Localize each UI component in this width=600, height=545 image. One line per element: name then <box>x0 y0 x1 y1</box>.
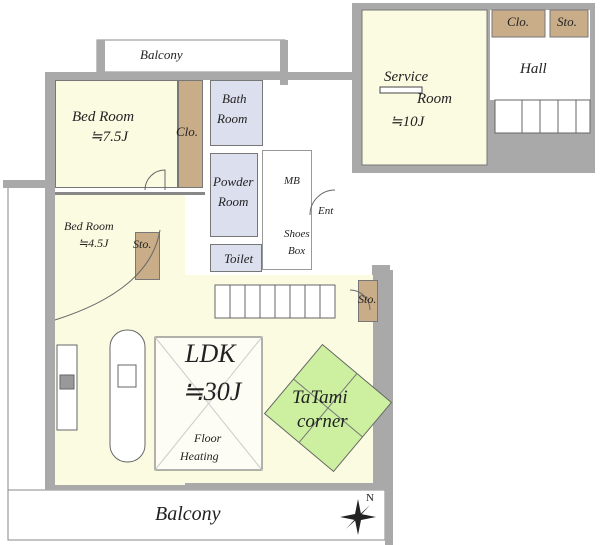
closet-1-label: Clo. <box>176 124 199 139</box>
hall-label: Hall <box>520 61 547 77</box>
service-room-label-1: Service <box>384 69 429 85</box>
closet-1 <box>178 80 203 188</box>
closet-2-label: Clo. <box>507 14 530 29</box>
tatami-label-1: TaTami <box>292 387 348 408</box>
service-room-label-2: Room <box>417 91 452 107</box>
compass-icon <box>340 499 376 535</box>
balcony-bottom-label: Balcony <box>155 503 221 525</box>
bedroom-2-label: Bed Room <box>64 219 114 233</box>
bedroom-2-size: ≒4.5J <box>78 236 109 250</box>
storage-3-label: Sto. <box>557 14 577 29</box>
mb-label: MB <box>284 175 300 187</box>
bath-label-2: Room <box>217 111 248 126</box>
powder-label-1: Powder <box>213 174 254 189</box>
service-room-size: ≒10J <box>390 114 425 130</box>
ldk-size: ≒30J <box>182 377 242 406</box>
bedroom-1 <box>55 80 178 188</box>
shoes-label-2: Box <box>288 245 306 257</box>
bedroom-1-size: ≒7.5J <box>90 129 128 145</box>
bath-label-1: Bath <box>222 91 247 106</box>
ldk-label: LDK <box>185 339 236 368</box>
bedroom-1-label: Bed Room <box>72 109 135 125</box>
shoes-label-1: Shoes <box>284 228 310 240</box>
toilet-label: Toilet <box>224 251 254 266</box>
toilet <box>210 244 262 272</box>
compass-north-label: N <box>366 492 374 504</box>
wall <box>45 72 55 490</box>
entrance-area <box>262 150 312 270</box>
wall <box>97 40 105 75</box>
powder-label-2: Room <box>218 194 249 209</box>
wall <box>45 72 390 80</box>
floor-heating-label-1: Floor <box>194 431 222 445</box>
floor-heating-label-2: Heating <box>180 449 219 463</box>
wall <box>55 192 205 195</box>
wall <box>280 40 288 85</box>
balcony-top-label: Balcony <box>140 47 183 62</box>
storage-2-label: Sto. <box>358 292 377 306</box>
entrance-label: Ent <box>318 205 334 217</box>
wall <box>45 482 390 490</box>
tatami-label-2: corner <box>297 411 348 432</box>
bathroom <box>210 80 263 146</box>
storage-1-label: Sto. <box>133 237 152 251</box>
storage-1 <box>135 232 160 280</box>
powder-room <box>210 153 258 237</box>
